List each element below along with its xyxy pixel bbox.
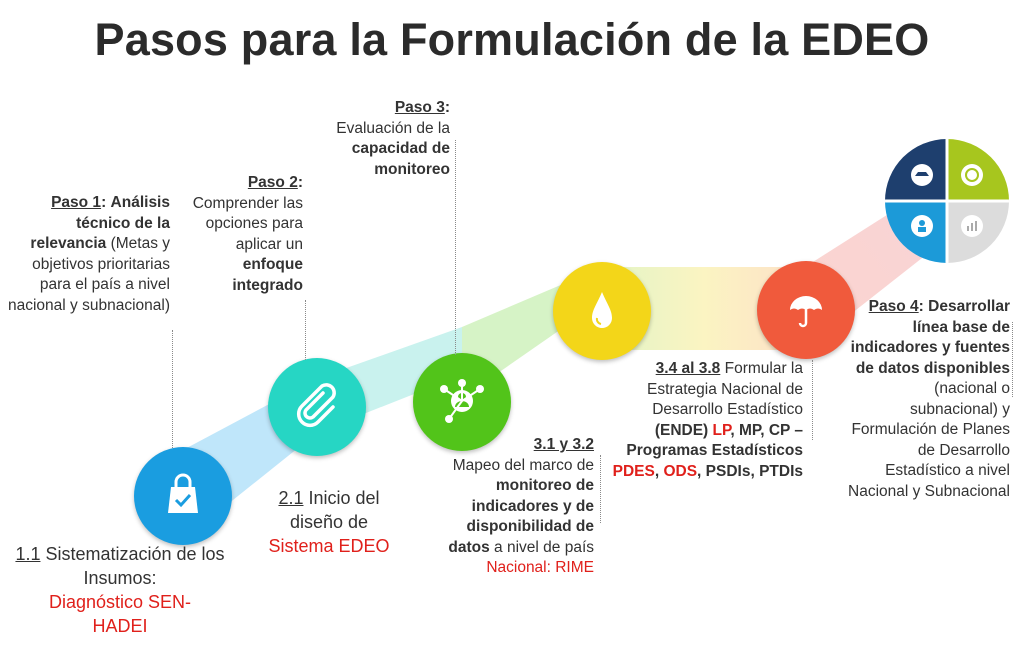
paso-2-text: Paso 2: Comprender las opciones para apl… — [192, 174, 303, 294]
paso-1-rest: (Metas y objetivos prioritarias para el … — [8, 235, 170, 314]
substep-2-1-num: 2.1 — [278, 488, 304, 508]
paso-4-heading: Paso 4 — [868, 298, 919, 315]
paso-4-rest: (nacional o subnacional) y Formulación d… — [848, 380, 1010, 500]
drop-icon — [592, 292, 612, 328]
connector-line-3 — [455, 140, 456, 355]
globe-quadrant-icon — [885, 139, 1009, 263]
substep-2-1-red: Sistema EDEO — [268, 536, 390, 556]
paso-3-text: Paso 3: Evaluación de la capacidad de mo… — [336, 99, 450, 178]
page-title: Pasos para la Formulación de la EDEO — [94, 14, 930, 65]
substep-3-1-text: 3.1 y 3.2 Mapeo del marco de monitoreo d… — [448, 436, 594, 576]
step-5-circle — [757, 261, 855, 359]
substep-1-1-num: 1.1 — [15, 544, 41, 564]
substep-1-1-label: Sistematización de los Insumos: — [40, 544, 225, 588]
connector-line-6 — [1012, 322, 1013, 397]
paso-3-bold: capacidad de monitoreo — [351, 140, 450, 178]
connector-line-1 — [172, 330, 173, 448]
substep-2-1-text: 2.1 Inicio del diseño de Sistema EDEO — [258, 486, 400, 558]
paso-3-heading: Paso 3 — [394, 99, 445, 116]
paso-2-heading: Paso 2 — [247, 174, 298, 191]
substep-3-4-text: 3.4 al 3.8 Formular la Estrategia Nacion… — [612, 360, 803, 480]
network-person-icon — [440, 379, 484, 423]
step-3-circle — [413, 353, 511, 451]
shopping-bag-check-icon — [168, 473, 198, 513]
paperclip-icon — [296, 383, 336, 428]
paso-2-bold: enfoque integrado — [232, 256, 303, 294]
paso-4-text: Paso 4: Desarrollar línea base de indica… — [848, 298, 1010, 500]
step-4-circle — [553, 262, 651, 360]
substep-3-1-red: Nacional: RIME — [486, 559, 594, 576]
substep-3-1-num: 3.1 y 3.2 — [533, 436, 594, 453]
connector-line-5 — [812, 360, 813, 440]
paso-1-heading: Paso 1 — [51, 194, 102, 211]
connector-line-4 — [600, 455, 601, 523]
umbrella-icon — [790, 296, 822, 328]
substep-2-1-label: Inicio del diseño de — [289, 488, 380, 532]
paso-2-text1: Comprender las opciones para aplicar un — [192, 194, 303, 253]
ribbon-segment-4 — [603, 267, 805, 350]
substep-3-4-num: 3.4 al 3.8 — [655, 360, 721, 377]
paso-1-bold: Análisis técnico de la relevancia — [30, 194, 170, 252]
step-2-circle — [268, 358, 366, 456]
substep-1-1-red: Diagnóstico SEN-HADEI — [48, 592, 192, 636]
paso-1-text: Paso 1: Análisis técnico de la relevanci… — [8, 194, 170, 314]
connector-line-2 — [305, 300, 306, 360]
paso-4-bold: Desarrollar línea base de indicadores y … — [850, 298, 1010, 377]
substep-1-1-text: 1.1 Sistematización de los Insumos: Diag… — [4, 542, 236, 638]
paso-3-text1: Evaluación de la — [336, 119, 450, 137]
step-1-circle — [134, 447, 232, 545]
